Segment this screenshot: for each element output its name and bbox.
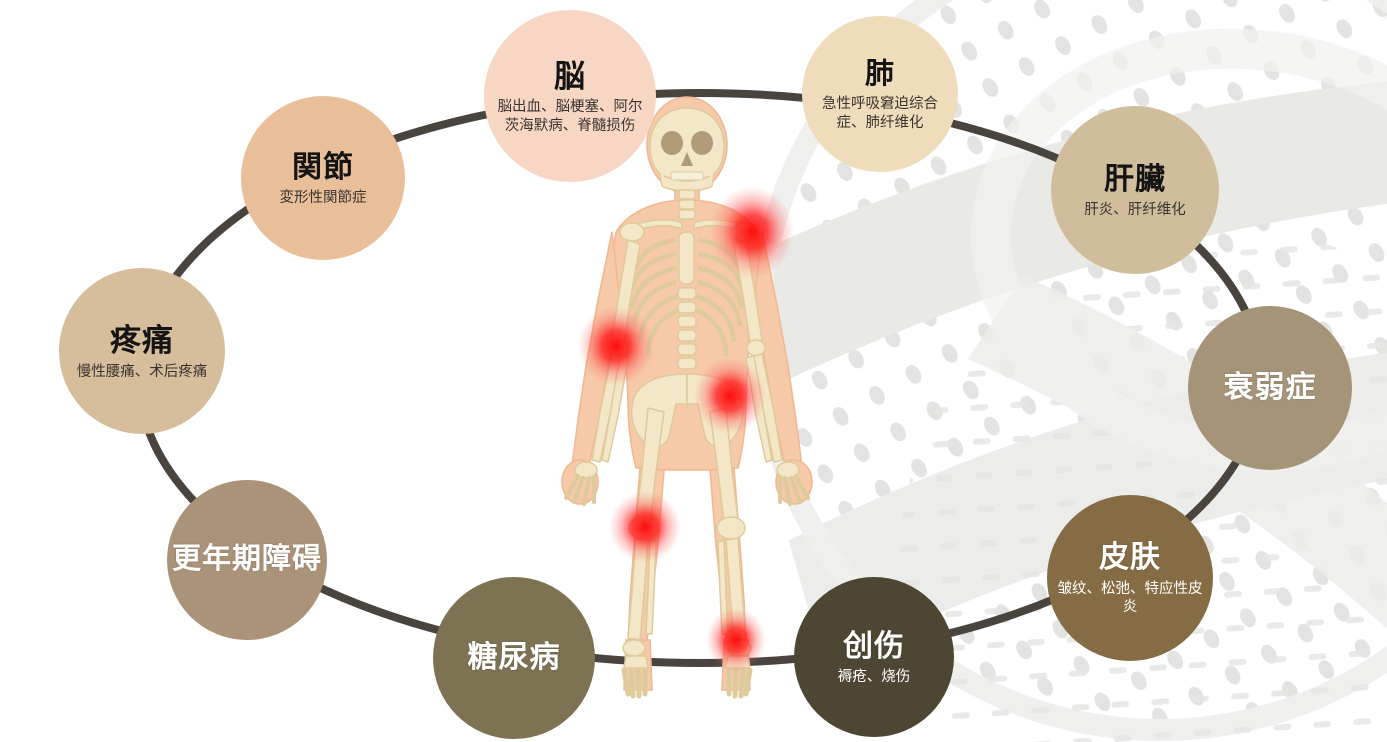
node-brain-title: 脳 [554,58,586,94]
node-liver-subtitle: 肝炎、肝纤维化 [1084,201,1186,218]
node-trauma-title: 创伤 [843,629,905,663]
node-diabetes[interactable]: 糖尿病 [433,577,595,739]
node-brain[interactable]: 脳脳出血、脳梗塞、阿尔茨海默病、脊髓损伤 [484,10,656,182]
node-liver-title: 肝臟 [1104,162,1166,196]
node-lung[interactable]: 肺急性呼吸窘迫综合症、肺纤维化 [802,16,958,172]
node-trauma[interactable]: 创伤褥疮、烧伤 [794,577,954,737]
node-joint[interactable]: 関節変形性関節症 [241,96,405,260]
node-diabetes-title: 糖尿病 [467,640,561,674]
node-frailty-title: 衰弱症 [1223,370,1317,404]
node-pain-subtitle: 慢性腰痛、术后疼痛 [76,363,208,380]
node-skin-title: 皮肤 [1099,541,1161,575]
node-pain-title: 疼痛 [110,322,174,358]
node-lung-subtitle: 急性呼吸窘迫综合症、肺纤维化 [822,96,938,131]
node-skin-subtitle: 皱纹、松弛、特应性皮炎 [1057,580,1203,616]
pain-hotspots [578,186,794,672]
node-skin[interactable]: 皮肤皱纹、松弛、特应性皮炎 [1047,495,1213,661]
node-joint-title: 関節 [292,150,354,184]
node-liver[interactable]: 肝臟肝炎、肝纤维化 [1051,106,1219,274]
node-pain[interactable]: 疼痛慢性腰痛、术后疼痛 [59,268,225,434]
node-brain-subtitle: 脳出血、脳梗塞、阿尔茨海默病、脊髓损伤 [497,99,643,134]
node-lung-title: 肺 [864,57,895,90]
node-menopause[interactable]: 更年期障碍 [167,480,327,640]
node-joint-subtitle: 変形性関節症 [279,189,367,206]
node-trauma-subtitle: 褥疮、烧伤 [837,668,911,685]
node-menopause-title: 更年期障碍 [171,543,322,576]
node-frailty[interactable]: 衰弱症 [1188,306,1352,470]
